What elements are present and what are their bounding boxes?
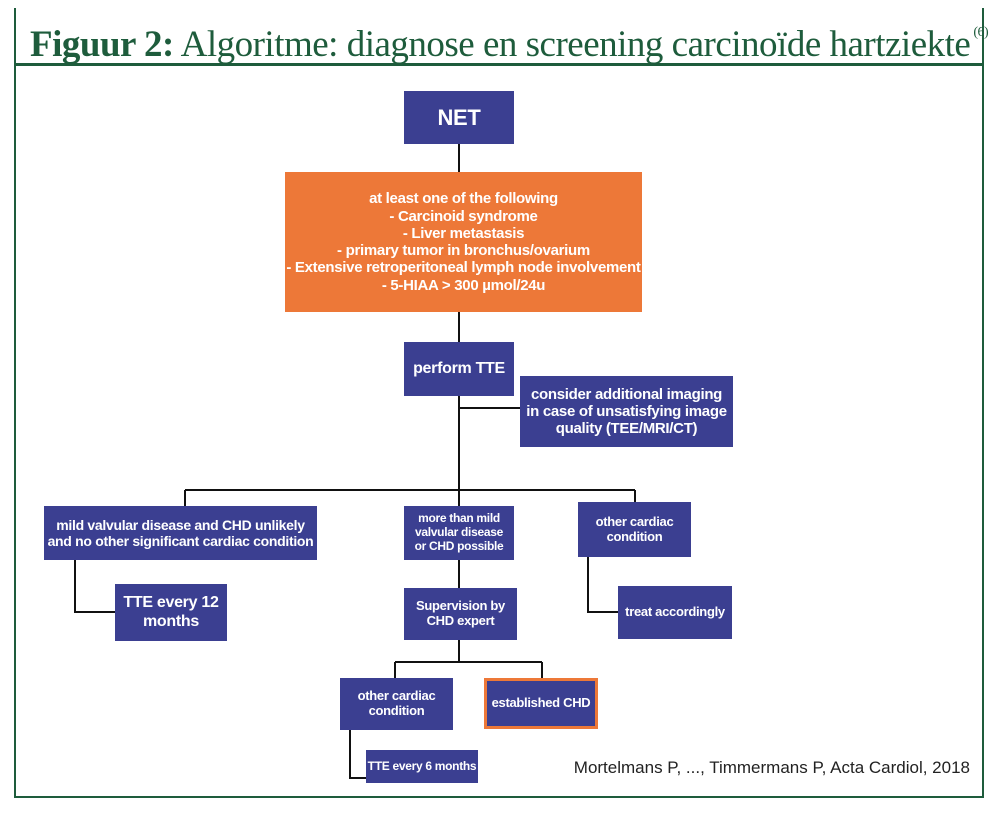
box-net: NET	[404, 91, 514, 144]
box-other-cardiac-bottom: other cardiac condition	[340, 678, 453, 730]
line-other-treat	[587, 557, 618, 613]
other-cardiac-bottom-label: other cardiac condition	[357, 688, 436, 718]
net-label: NET	[437, 104, 481, 130]
title-rule	[14, 63, 984, 66]
other-cardiac-top-label: other cardiac condition	[595, 513, 674, 544]
tte-6-months-label: TTE every 6 months	[367, 758, 477, 773]
mild-valvular-label: mild valvular disease and CHD unlikely a…	[47, 516, 314, 549]
supervision-label: Supervision by CHD expert	[416, 598, 505, 628]
figure-frame	[14, 8, 984, 798]
line-other-tte6	[349, 730, 366, 779]
box-established-chd: established CHD	[484, 678, 598, 729]
box-additional-imaging: consider additional imaging in case of u…	[520, 376, 733, 447]
treat-accordingly-label: treat accordingly	[625, 604, 725, 620]
box-other-cardiac-top: other cardiac condition	[578, 502, 691, 557]
box-more-than-mild: more than mild valvular disease or CHD p…	[404, 506, 514, 560]
box-perform-tte: perform TTE	[404, 342, 514, 396]
tte-12-months-label: TTE every 12 months	[123, 594, 219, 630]
figure-number: Figuur 2:	[30, 24, 174, 65]
box-tte-6-months: TTE every 6 months	[366, 750, 478, 783]
box-criteria: at least one of the following - Carcinoi…	[285, 172, 642, 312]
more-than-mild-label: more than mild valvular disease or CHD p…	[414, 511, 504, 553]
figure-reference: (6)	[973, 25, 989, 40]
criteria-label: at least one of the following - Carcinoi…	[286, 190, 641, 294]
figure-title-text: Algoritme: diagnose en screening carcino…	[180, 24, 971, 65]
box-mild-valvular: mild valvular disease and CHD unlikely a…	[44, 506, 317, 560]
box-treat-accordingly: treat accordingly	[618, 586, 732, 639]
additional-imaging-label: consider additional imaging in case of u…	[526, 385, 727, 438]
citation: Mortelmans P, ..., Timmermans P, Acta Ca…	[573, 758, 970, 777]
line-mild-tte12	[74, 560, 115, 613]
box-supervision: Supervision by CHD expert	[404, 588, 517, 640]
established-chd-label: established CHD	[491, 695, 591, 711]
box-tte-12-months: TTE every 12 months	[115, 584, 227, 641]
perform-tte-label: perform TTE	[413, 359, 505, 377]
figure-title: Figuur 2: Algoritme: diagnose en screeni…	[30, 6, 989, 65]
